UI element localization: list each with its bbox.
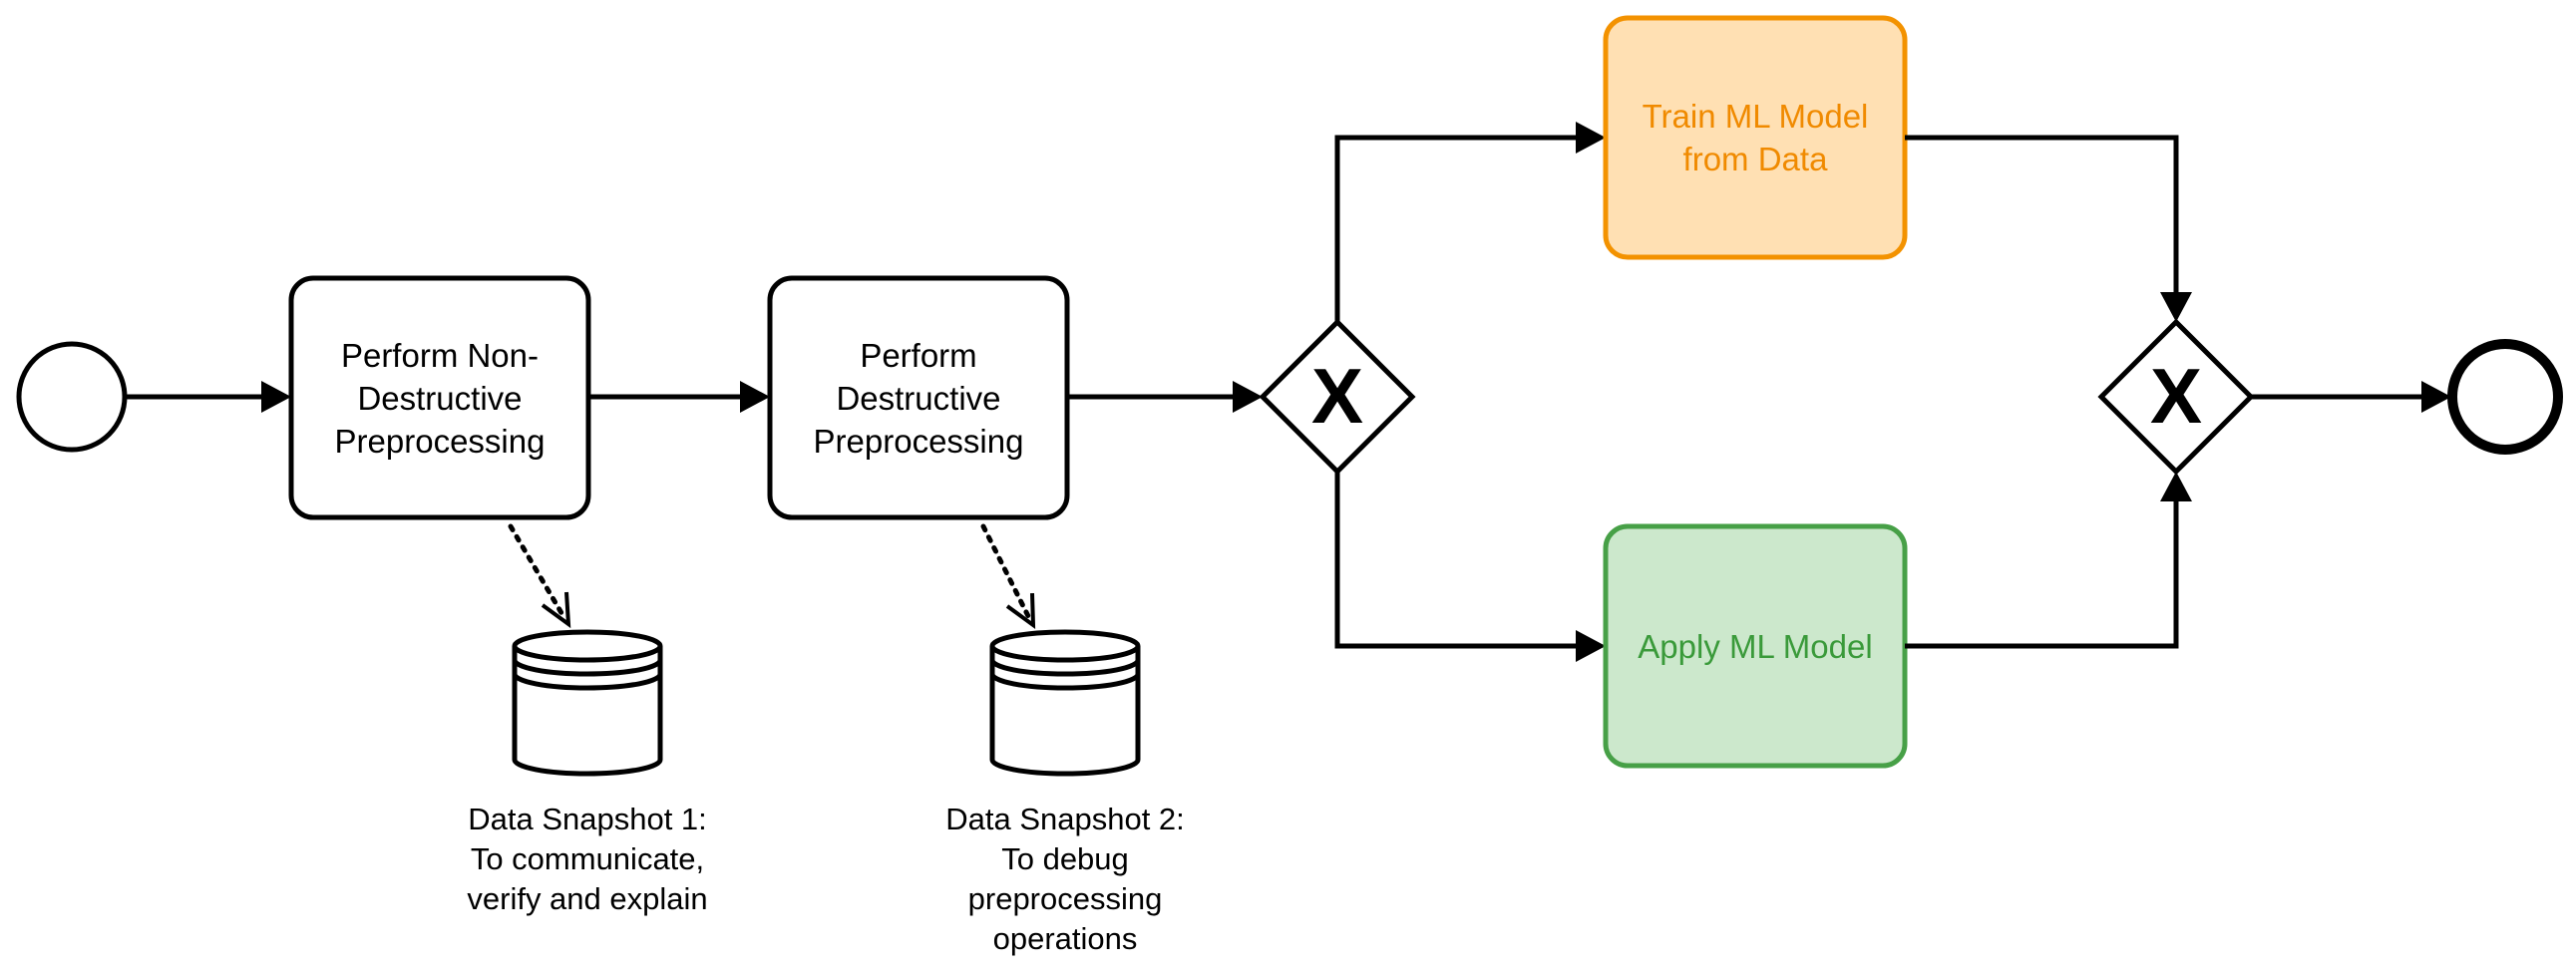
data-association-snapshot1 [508,523,571,629]
task-destructive-label-line: Destructive [836,379,1001,417]
data-snapshot2-caption: Data Snapshot 2: To debug preprocessing … [896,800,1235,959]
data-store-snapshot1[interactable] [512,629,663,777]
end-event[interactable] [2447,339,2563,455]
task-nondestructive-label: Perform Non- Destructive Preprocessing [291,278,588,517]
task-nondestructive-label-line: Destructive [357,379,523,417]
task-destructive-label-line: Preprocessing [813,422,1024,460]
sequence-flow-nondestructive-to-destructive [588,381,770,413]
gateway-merge-symbol: X [2150,352,2202,440]
data-snapshot2-caption-line: To debug [1001,841,1129,876]
sequence-flow-split-to-train [1334,122,1606,322]
sequence-flow-destructive-to-split [1067,381,1263,413]
sequence-flow-split-to-apply [1334,472,1606,662]
task-apply-label: Apply ML Model [1606,526,1905,766]
exclusive-gateway-merge[interactable] [2097,318,2255,476]
task-apply-label-line: Apply ML Model [1638,627,1873,665]
data-snapshot2-caption-line: Data Snapshot 2: [945,802,1185,836]
task-train-label-line: Train ML Model [1642,98,1869,135]
task-destructive-label-line: Perform [860,336,977,374]
task-train-label-line: from Data [1682,141,1828,177]
task-nondestructive-label-line: Preprocessing [334,422,546,460]
data-store-snapshot2[interactable] [989,629,1141,777]
task-nondestructive-label-line: Perform Non- [340,336,540,374]
start-event[interactable] [16,341,128,453]
sequence-flow-merge-to-end [2251,381,2451,413]
task-destructive-label: Perform Destructive Preprocessing [770,278,1067,517]
data-association-snapshot2 [980,523,1036,630]
data-snapshot2-caption-line: operations [992,921,1138,956]
sequence-flow-train-to-merge [1905,135,2192,322]
data-snapshot1-caption-line: Data Snapshot 1: [468,802,707,836]
sequence-flow-apply-to-merge [1905,472,2192,649]
data-snapshot1-caption-line: verify and explain [467,881,708,916]
data-snapshot2-caption-line: preprocessing [967,881,1163,916]
sequence-flow-start-to-nondestructive [125,381,291,413]
gateway-split-symbol: X [1311,352,1363,440]
task-train-label: Train ML Model from Data [1606,18,1905,257]
data-snapshot1-caption: Data Snapshot 1: To communicate, verify … [418,800,757,919]
data-snapshot1-caption-line: To communicate, [470,841,705,876]
